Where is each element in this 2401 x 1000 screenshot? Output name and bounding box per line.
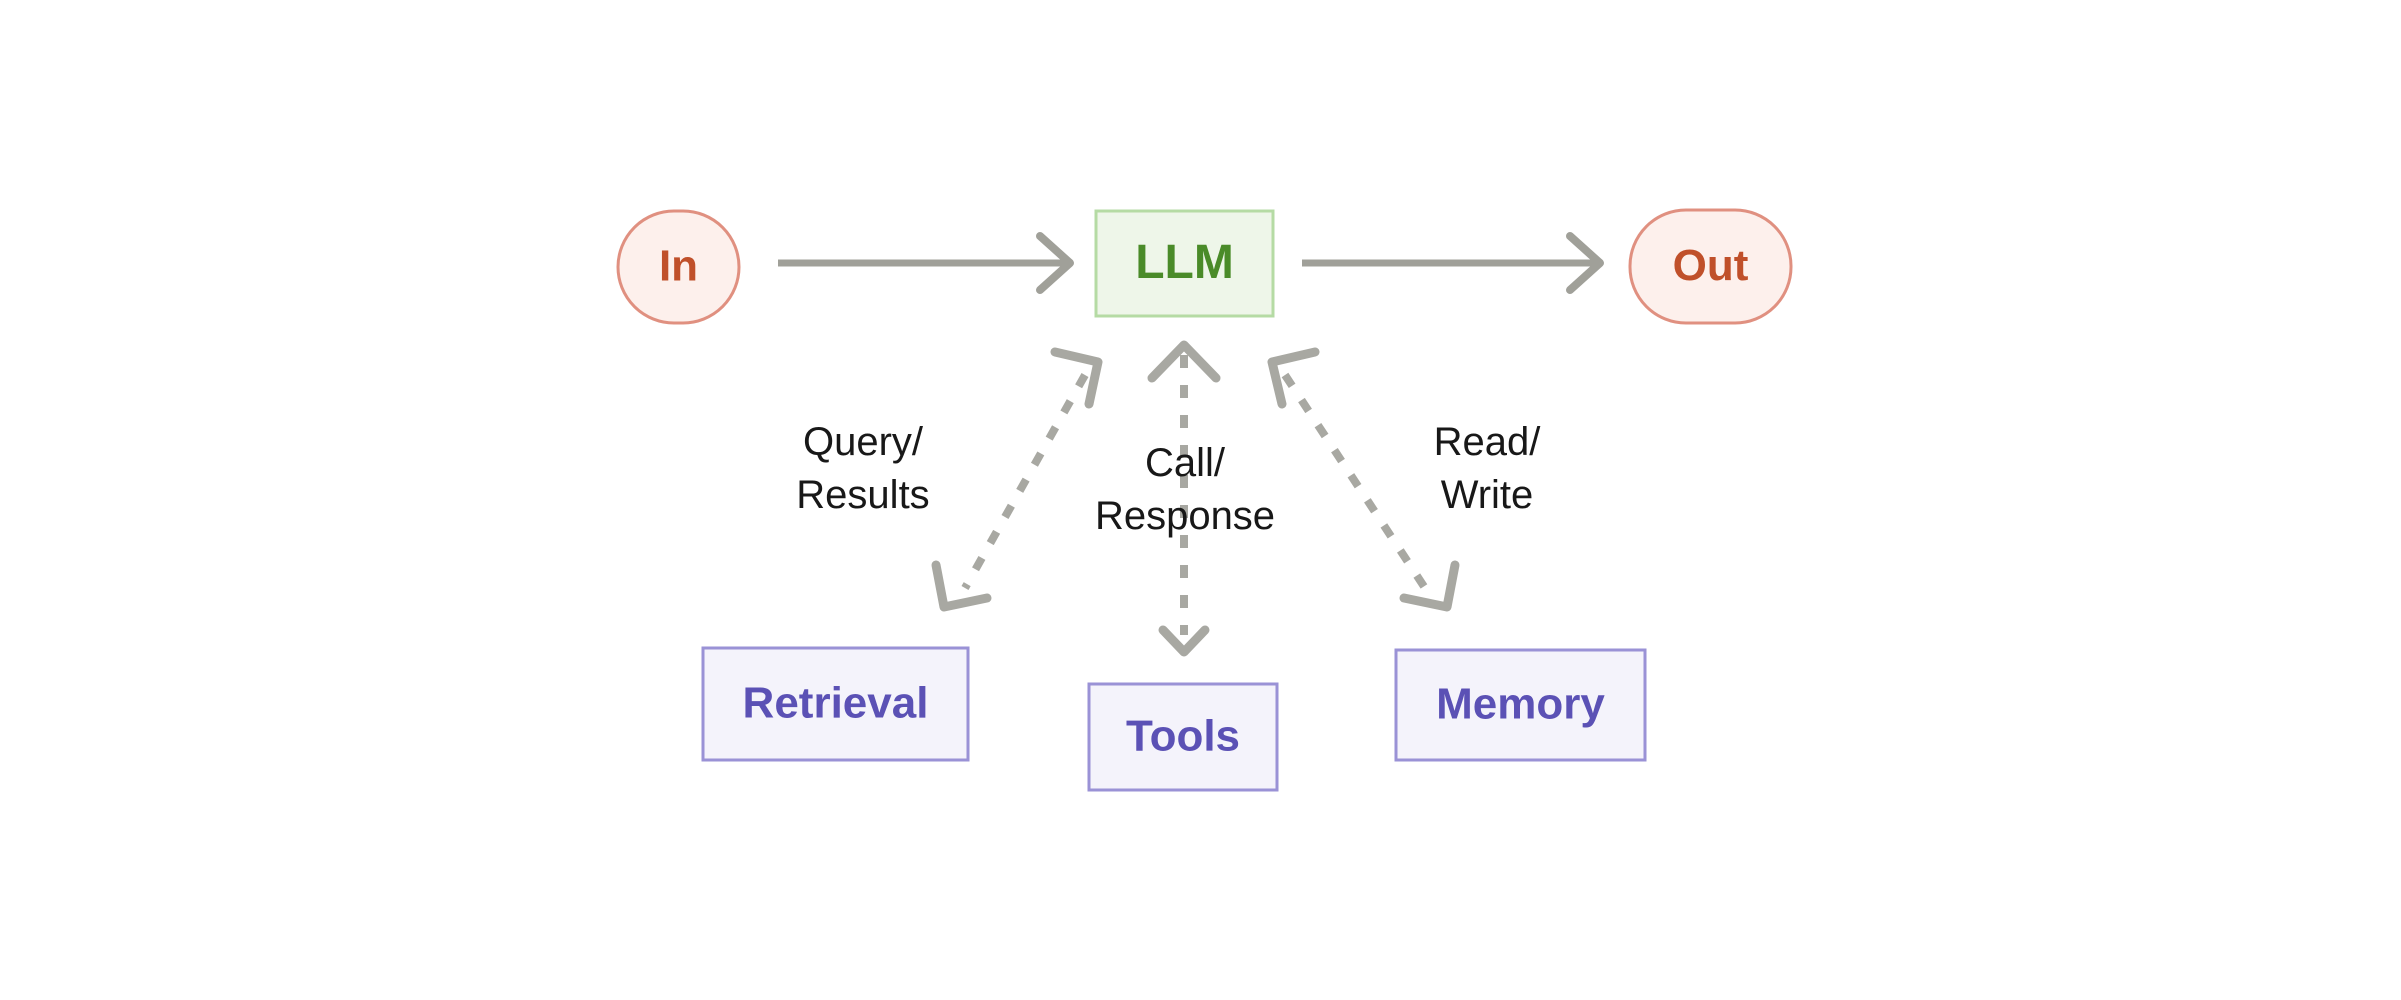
arrowhead-icon — [1050, 347, 1103, 409]
node-retrieval-shape[interactable] — [701, 646, 970, 762]
edge-llm-retrieval-line — [961, 373, 1089, 590]
arrowhead-icon — [1147, 340, 1221, 383]
arrowhead-icon — [1566, 232, 1604, 294]
edge-llm-retrieval: Query/ Results — [796, 347, 1103, 612]
edge-llm-memory-line — [1281, 372, 1429, 591]
arrowhead-icon — [1036, 232, 1074, 294]
node-output[interactable]: Out — [1628, 208, 1793, 325]
node-tools[interactable]: Tools — [1087, 682, 1279, 792]
edge-label-call-response-line2: Response — [1095, 494, 1275, 538]
edge-label-query-results-line1: Query/ — [803, 420, 924, 464]
arrowhead-icon — [1267, 347, 1320, 409]
arrowhead-icon — [1158, 625, 1210, 657]
node-llm-shape[interactable] — [1094, 209, 1275, 318]
node-output-shape[interactable] — [1628, 208, 1793, 325]
edge-llm-to-out — [1302, 232, 1604, 294]
node-memory-shape[interactable] — [1394, 648, 1647, 762]
node-input[interactable]: In — [616, 209, 741, 325]
node-input-label: In — [659, 242, 698, 291]
edge-label-read-write-line1: Read/ — [1434, 420, 1542, 464]
arrowhead-icon — [1399, 560, 1460, 612]
node-llm[interactable]: LLM — [1094, 209, 1275, 318]
edge-label-query-results-line2: Results — [796, 473, 929, 517]
node-tools-label: Tools — [1126, 712, 1240, 761]
edge-llm-memory: Read/ Write — [1267, 347, 1542, 612]
edge-llm-tools: Call/ Response — [1095, 340, 1275, 657]
node-llm-label: LLM — [1135, 236, 1234, 289]
node-tools-shape[interactable] — [1087, 682, 1279, 792]
node-retrieval[interactable]: Retrieval — [701, 646, 970, 762]
edge-label-call-response-line1: Call/ — [1145, 441, 1226, 485]
node-output-label: Out — [1673, 241, 1749, 290]
edge-in-to-llm — [778, 232, 1074, 294]
node-memory[interactable]: Memory — [1394, 648, 1647, 762]
node-memory-label: Memory — [1436, 680, 1605, 729]
edge-label-read-write-line2: Write — [1441, 473, 1534, 517]
arrowhead-icon — [931, 560, 992, 612]
node-input-shape[interactable] — [616, 209, 741, 325]
node-retrieval-label: Retrieval — [743, 679, 929, 728]
